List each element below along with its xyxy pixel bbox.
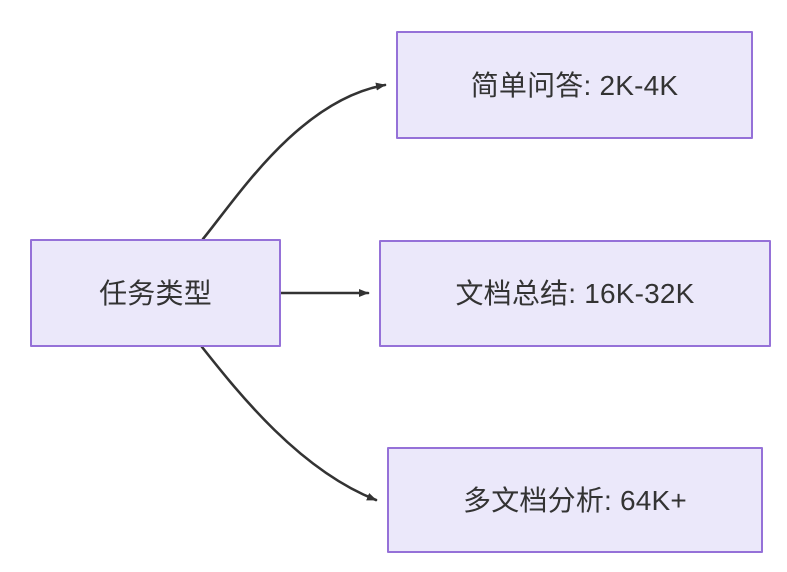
node-task-type[interactable]: 任务类型	[30, 239, 281, 347]
node-task-type-label: 任务类型	[99, 277, 212, 309]
node-doc-summary[interactable]: 文档总结: 16K-32K	[379, 240, 771, 347]
node-multi-doc[interactable]: 多文档分析: 64K+	[387, 447, 763, 553]
node-doc-summary-label: 文档总结: 16K-32K	[455, 278, 695, 309]
node-multi-doc-label: 多文档分析: 64K+	[463, 484, 687, 516]
edge-root-to-multi-doc	[200, 345, 378, 502]
edge-root-to-simple-qa	[201, 82, 387, 241]
node-simple-qa-label: 简单问答: 2K-4K	[470, 69, 679, 101]
node-simple-qa[interactable]: 简单问答: 2K-4K	[396, 31, 753, 139]
